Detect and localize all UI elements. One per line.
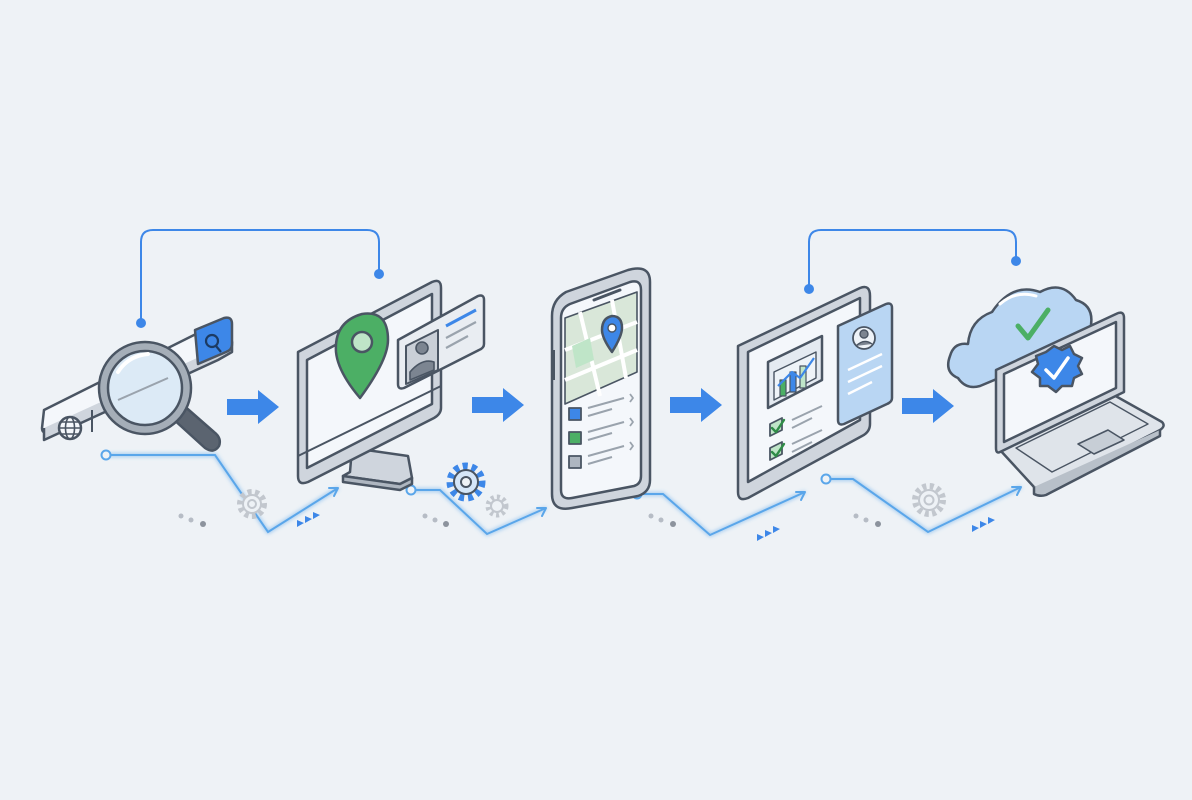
connector-node bbox=[804, 284, 814, 294]
tablet-dashboard-checklist-icon bbox=[736, 285, 894, 501]
arrow-right-icon bbox=[670, 388, 722, 422]
gear-icon bbox=[485, 494, 509, 518]
connector-node bbox=[1011, 256, 1021, 266]
smartphone-map-icon bbox=[550, 267, 652, 510]
top-connector-review-verify bbox=[808, 229, 1017, 288]
laptop-cloud-verified-icon bbox=[947, 286, 1165, 498]
flow-arrowheads bbox=[328, 486, 1022, 517]
gear-icon bbox=[912, 483, 946, 517]
connector-node bbox=[136, 318, 146, 328]
connector-node bbox=[374, 269, 384, 279]
desktop-location-pin-icon bbox=[296, 279, 486, 492]
magnifier-search-bar-icon bbox=[40, 316, 234, 452]
dot-markers bbox=[178, 513, 881, 527]
top-connector-search-locate bbox=[140, 229, 380, 322]
gear-icon bbox=[237, 489, 267, 519]
arrow-right-icon bbox=[227, 390, 279, 424]
step-arrows bbox=[227, 388, 954, 424]
arrow-right-icon bbox=[472, 388, 524, 422]
arrow-right-icon bbox=[902, 389, 954, 423]
gear-icon bbox=[446, 462, 486, 502]
chevron-markers bbox=[297, 512, 995, 541]
